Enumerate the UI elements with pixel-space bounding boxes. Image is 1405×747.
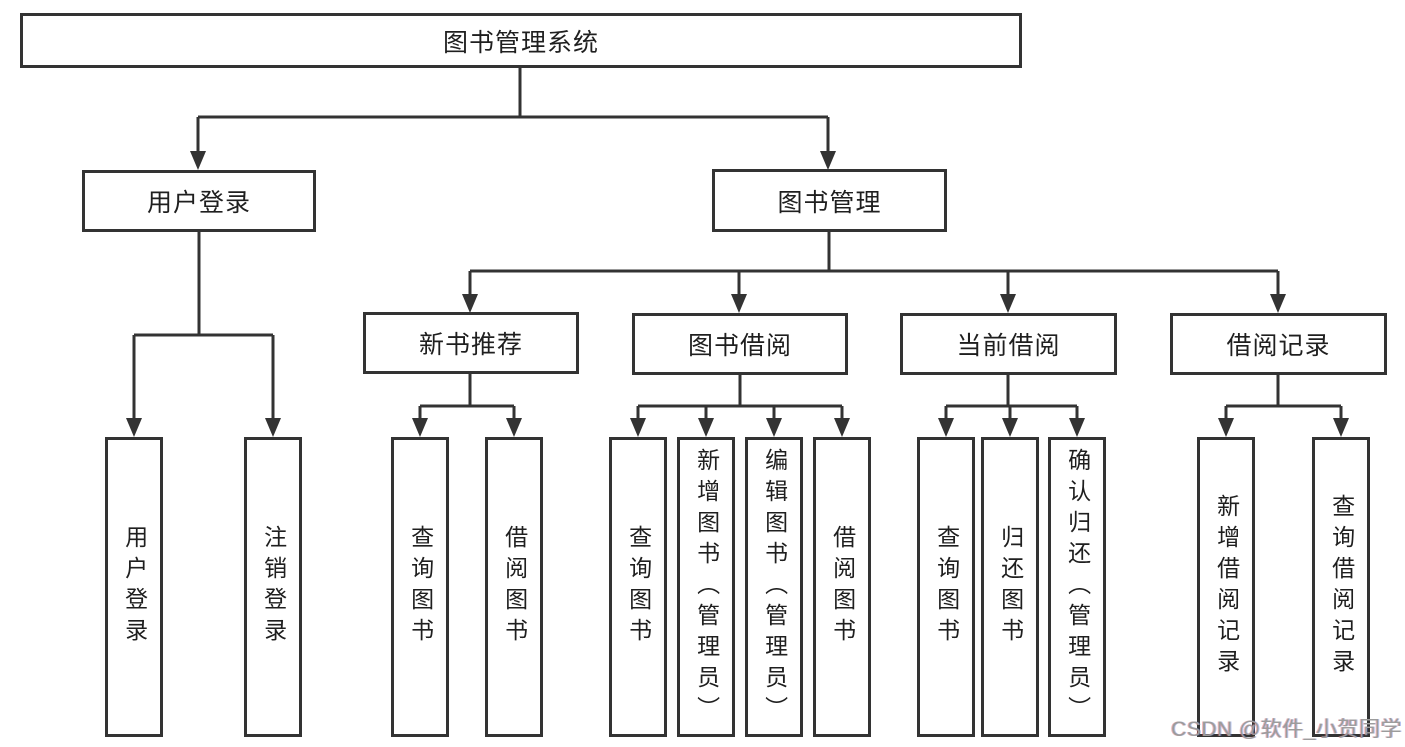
leaf-label: 借阅图书 (829, 525, 856, 649)
node-book-management: 图书管理 (712, 169, 947, 232)
leaf-label: 注销登录 (260, 525, 287, 649)
connector-book-management (468, 232, 1280, 294)
connector-book-borrow (636, 375, 844, 418)
leaf-logout-login: 注销登录 (244, 437, 302, 737)
node-root-system: 图书管理系统 (20, 13, 1022, 68)
connector-user-login (132, 232, 275, 418)
arrowhead (190, 151, 206, 170)
leaf-label: 借阅图书 (501, 525, 528, 649)
arrowhead (731, 294, 747, 313)
connector-root (196, 68, 830, 151)
arrowhead (462, 294, 478, 313)
leaf-label: 查询图书 (933, 525, 960, 649)
leaf-query-borrow-record: 查询借阅记录 (1312, 437, 1370, 737)
connector-new-book-recommend (418, 374, 516, 418)
arrowhead (1218, 418, 1234, 437)
leaf-query-book-borrow: 查询图书 (609, 437, 667, 737)
node-borrow-record: 借阅记录 (1170, 313, 1387, 375)
leaf-label: 新增借阅记录 (1213, 494, 1240, 680)
connector-current-borrow (944, 375, 1079, 418)
node-book-borrow: 图书借阅 (632, 313, 848, 375)
node-label: 借阅记录 (1226, 332, 1331, 360)
connector-borrow-record (1224, 375, 1343, 418)
node-label: 图书管理 (777, 188, 882, 217)
leaf-add-book-admin: 新增图书（管理员） (677, 437, 735, 737)
arrowhead (1069, 418, 1085, 437)
leaf-label: 编辑图书（管理员） (761, 447, 788, 727)
arrowhead (834, 418, 850, 437)
leaf-query-book-current: 查询图书 (917, 437, 975, 737)
leaf-label: 查询借阅记录 (1328, 494, 1355, 680)
leaf-label: 新增图书（管理员） (693, 447, 720, 727)
leaf-add-borrow-record: 新增借阅记录 (1197, 437, 1255, 737)
arrowhead (1000, 294, 1016, 313)
node-label: 图书借阅 (687, 332, 792, 360)
leaf-label: 查询图书 (407, 525, 434, 649)
arrowhead (412, 418, 428, 437)
arrowhead (265, 418, 281, 437)
node-label: 当前借阅 (956, 332, 1061, 360)
node-label: 新书推荐 (418, 331, 523, 359)
arrowhead (1270, 294, 1286, 313)
node-root-label: 图书管理系统 (442, 28, 599, 57)
leaf-user-login: 用户登录 (105, 437, 163, 737)
arrowhead (506, 418, 522, 437)
leaf-label: 归还图书 (997, 525, 1024, 649)
csdn-watermark: CSDN @软件_小贺同学 (1171, 718, 1402, 741)
arrowhead (1333, 418, 1349, 437)
leaf-borrow-book-recommend: 借阅图书 (485, 437, 543, 737)
node-current-borrow: 当前借阅 (900, 313, 1117, 375)
leaf-confirm-return-admin: 确认归还（管理员） (1048, 437, 1106, 737)
node-new-book-recommend: 新书推荐 (363, 312, 579, 374)
node-user-login: 用户登录 (82, 170, 316, 232)
arrowhead (1002, 418, 1018, 437)
arrowhead (820, 151, 836, 170)
arrowhead (938, 418, 954, 437)
leaf-label: 查询图书 (625, 525, 652, 649)
arrowhead (766, 418, 782, 437)
leaf-return-book: 归还图书 (981, 437, 1039, 737)
node-label: 用户登录 (146, 189, 251, 217)
leaf-query-book-recommend: 查询图书 (391, 437, 449, 737)
leaf-edit-book-admin: 编辑图书（管理员） (745, 437, 803, 737)
leaf-label: 确认归还（管理员） (1064, 447, 1091, 727)
arrowhead (126, 418, 142, 437)
leaf-label: 用户登录 (121, 525, 148, 649)
leaf-borrow-book: 借阅图书 (813, 437, 871, 737)
arrowhead (698, 418, 714, 437)
arrowhead (630, 418, 646, 437)
